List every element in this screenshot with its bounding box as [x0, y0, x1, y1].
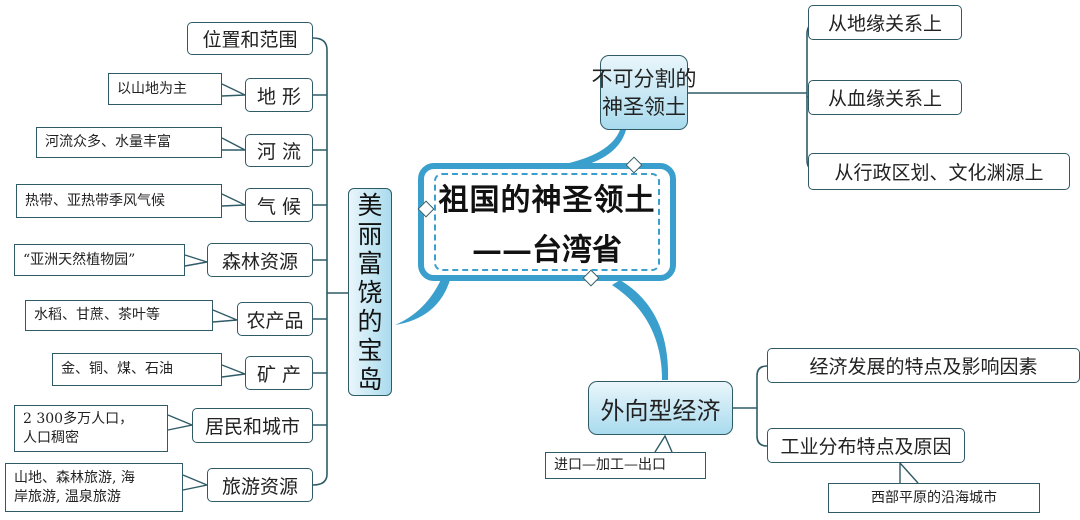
note-text: 山地、森林旅游, 海	[14, 469, 135, 486]
topic-industry-distribution[interactable]: 工业分布特点及原因	[767, 428, 965, 463]
note-tourism: 山地、森林旅游, 海岸旅游, 温泉旅游	[5, 463, 183, 512]
topic-minerals[interactable]: 矿 产	[245, 356, 313, 390]
topic-label: 位置和范围	[202, 29, 298, 51]
note-text: 进口—加工—出口	[554, 457, 666, 473]
note-text: 水稻、甘蔗、茶叶等	[34, 307, 160, 323]
topic-label: 矿 产	[256, 363, 302, 386]
branch-char: 丽	[357, 219, 383, 249]
note-climate: 热带、亚热带季风气候	[16, 184, 222, 218]
topic-label: 经济发展的特点及影响因素	[809, 356, 1038, 378]
note-text: 西部平原的沿海城市	[871, 489, 997, 506]
branch-char: 的	[357, 306, 383, 336]
note-text: 金、铜、煤、石油	[61, 361, 173, 377]
topic-label: 从血缘关系上	[827, 88, 942, 110]
note-population: 2 300多万人口， 人口稠密	[14, 405, 168, 452]
note-text: 热带、亚热带季风气候	[25, 192, 165, 209]
central-subtitle: ——台湾省	[472, 233, 622, 268]
topic-label: 气 候	[256, 195, 302, 218]
topic-location[interactable]: 位置和范围	[187, 22, 313, 55]
branch-inseparable-territory[interactable]: 不可分割的 神圣领土	[592, 55, 697, 130]
topic-agriculture[interactable]: 农产品	[237, 302, 313, 336]
note-text: 以山地为主	[117, 80, 187, 97]
note-text: “亚洲天然植物园”	[23, 251, 136, 268]
branch-label: 外向型经济	[600, 396, 721, 425]
topic-label: 工业分布特点及原因	[780, 436, 952, 458]
topic-economic-features[interactable]: 经济发展的特点及影响因素	[767, 348, 1080, 383]
branch-char: 宝	[357, 335, 383, 365]
topic-label: 农产品	[246, 309, 304, 332]
branch-export-economy[interactable]: 外向型经济	[588, 381, 733, 435]
note-forest: “亚洲天然植物园”	[14, 244, 185, 276]
topic-label: 旅游资源	[221, 475, 298, 498]
note-text: 2 300多万人口，	[23, 410, 134, 427]
branch-label: 神圣领土	[602, 94, 686, 119]
topic-label: 河 流	[256, 141, 302, 163]
topic-blood-relation[interactable]: 从血缘关系上	[808, 80, 962, 115]
branch-char: 岛	[357, 364, 383, 394]
branch-char: 饶	[357, 277, 383, 307]
note-text: 人口稠密	[23, 429, 79, 446]
note-minerals: 金、铜、煤、石油	[52, 353, 222, 386]
topic-rivers[interactable]: 河 流	[245, 134, 313, 167]
topic-geography-relation[interactable]: 从地缘关系上	[808, 5, 962, 40]
topic-label: 居民和城市	[204, 416, 300, 438]
branch-label: 不可分割的	[591, 66, 697, 91]
note-agriculture: 水稻、甘蔗、茶叶等	[25, 300, 213, 331]
note-coastal-cities: 西部平原的沿海城市	[828, 483, 1040, 513]
topic-label: 森林资源	[221, 250, 298, 273]
topic-climate[interactable]: 气 候	[245, 188, 313, 222]
topic-administration-culture[interactable]: 从行政区划、文化渊源上	[808, 153, 1070, 190]
note-text: 河流众多、水量丰富	[45, 134, 171, 150]
central-topic[interactable]: 祖国的神圣领土 ——台湾省	[418, 163, 676, 281]
branch-char: 美	[357, 190, 383, 220]
central-title: 祖国的神圣领土	[438, 183, 656, 218]
branch-char: 富	[357, 248, 383, 278]
note-rivers: 河流众多、水量丰富	[36, 127, 222, 158]
topic-label: 从地缘关系上	[827, 13, 942, 35]
topic-label: 从行政区划、文化渊源上	[834, 162, 1044, 184]
note-terrain: 以山地为主	[108, 73, 222, 105]
branch-beautiful-island[interactable]: 美 丽 富 饶 的 宝 岛	[348, 188, 392, 396]
topic-label: 地 形	[256, 85, 302, 108]
topic-tourism[interactable]: 旅游资源	[207, 468, 313, 502]
topic-forest[interactable]: 森林资源	[207, 243, 313, 277]
topic-terrain[interactable]: 地 形	[245, 78, 313, 112]
note-trade-process: 进口—加工—出口	[545, 452, 706, 479]
note-text: 岸旅游, 温泉旅游	[14, 488, 121, 505]
topic-population[interactable]: 居民和城市	[192, 408, 313, 443]
